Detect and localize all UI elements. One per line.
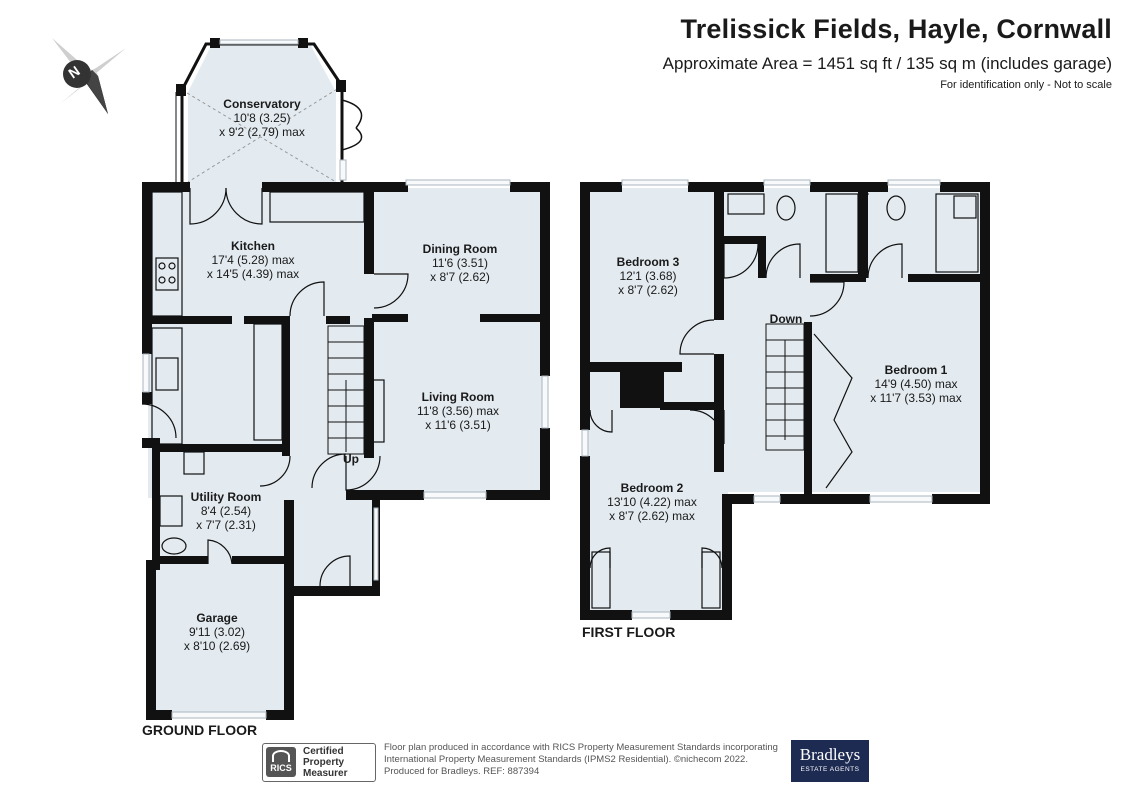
rics-certified-text: Certified Property Measurer (303, 746, 348, 779)
first-floor-label: FIRST FLOOR (582, 624, 676, 640)
room-dim-1: 8'4 (2.54) (200, 504, 252, 518)
room-dim-2: x 11'7 (3.53) max (870, 391, 962, 405)
room-dim-2: x 8'10 (2.69) (183, 639, 251, 653)
stairs-up-label: Up (343, 452, 359, 466)
room-dim-2: x 7'7 (2.31) (196, 518, 256, 532)
room-name: Conservatory (223, 97, 301, 111)
room-bedroom-3: Bedroom 3 12'1 (3.68) x 8'7 (2.62) (617, 255, 680, 297)
room-dim-2: x 11'6 (3.51) (425, 418, 491, 432)
room-garage: Garage 9'11 (3.02) x 8'10 (2.69) (184, 611, 250, 653)
room-name: Bedroom 1 (884, 363, 948, 377)
room-dim-2: x 9'2 (2.79) max (219, 125, 305, 139)
room-name: Dining Room (422, 242, 498, 256)
agent-logo: Bradleys ESTATE AGENTS (791, 740, 869, 782)
room-name: Kitchen (230, 239, 275, 253)
area-summary: Approximate Area = 1451 sq ft / 135 sq m… (662, 54, 1112, 73)
room-dim-1: 14'9 (4.50) max (874, 377, 958, 391)
room-name: Bedroom 3 (616, 255, 680, 269)
room-bedroom-2: Bedroom 2 13'10 (4.22) max x 8'7 (2.62) … (607, 481, 697, 523)
ground-floor-walls (142, 182, 550, 720)
rics-certification-logo: RICS Certified Property Measurer (262, 743, 376, 782)
room-name: Utility Room (190, 490, 262, 504)
room-dim-1: 13'10 (4.22) max (607, 495, 697, 509)
room-dim-1: 9'11 (3.02) (188, 625, 246, 639)
ground-stairs (327, 325, 365, 455)
measurement-footnote: Floor plan produced in accordance with R… (384, 742, 778, 777)
first-stairs (765, 323, 805, 451)
room-dim-1: 17'4 (5.28) max (211, 253, 295, 267)
room-dim-1: 11'8 (3.56) max (416, 404, 500, 418)
identification-note: For identification only - Not to scale (940, 79, 1112, 91)
compass-rose-icon (52, 38, 126, 114)
room-name: Bedroom 2 (620, 481, 684, 495)
rics-badge-icon: RICS (266, 747, 296, 777)
agent-subtitle: ESTATE AGENTS (800, 766, 860, 773)
ground-floor-label: GROUND FLOOR (142, 722, 258, 738)
first-floor-fill (588, 188, 984, 612)
page-title: Trelissick Fields, Hayle, Cornwall (680, 14, 1112, 44)
stairs-down-label: Down (769, 312, 803, 326)
room-living: Living Room 11'8 (3.56) max x 11'6 (3.51… (417, 390, 499, 432)
room-name: Living Room (421, 390, 495, 404)
room-dining: Dining Room 11'6 (3.51) x 8'7 (2.62) (423, 242, 498, 284)
first-floor-walls (580, 182, 990, 620)
ground-doors (141, 187, 409, 587)
room-dim-2: x 8'7 (2.62) max (609, 509, 695, 523)
agent-name: Bradleys (799, 745, 861, 764)
ground-windows (142, 39, 549, 719)
room-bedroom-1: Bedroom 1 14'9 (4.50) max x 11'7 (3.53) … (870, 363, 961, 405)
room-dim-1: 10'8 (3.25) (233, 111, 291, 125)
conservatory-posts (176, 38, 346, 96)
room-dim-2: x 8'7 (2.62) (618, 283, 678, 297)
first-windows (581, 179, 941, 619)
room-dim-1: 12'1 (3.68) (619, 269, 677, 283)
room-dim-2: x 8'7 (2.62) (430, 270, 490, 284)
room-dim-2: x 14'5 (4.39) max (206, 267, 300, 281)
room-kitchen: Kitchen 17'4 (5.28) max x 14'5 (4.39) ma… (207, 239, 299, 281)
room-utility: Utility Room 8'4 (2.54) x 7'7 (2.31) (191, 490, 262, 532)
room-conservatory: Conservatory 10'8 (3.25) x 9'2 (2.79) ma… (219, 97, 305, 139)
room-dim-1: 11'6 (3.51) (431, 256, 489, 270)
room-name: Garage (196, 611, 238, 625)
first-doors (589, 193, 979, 609)
